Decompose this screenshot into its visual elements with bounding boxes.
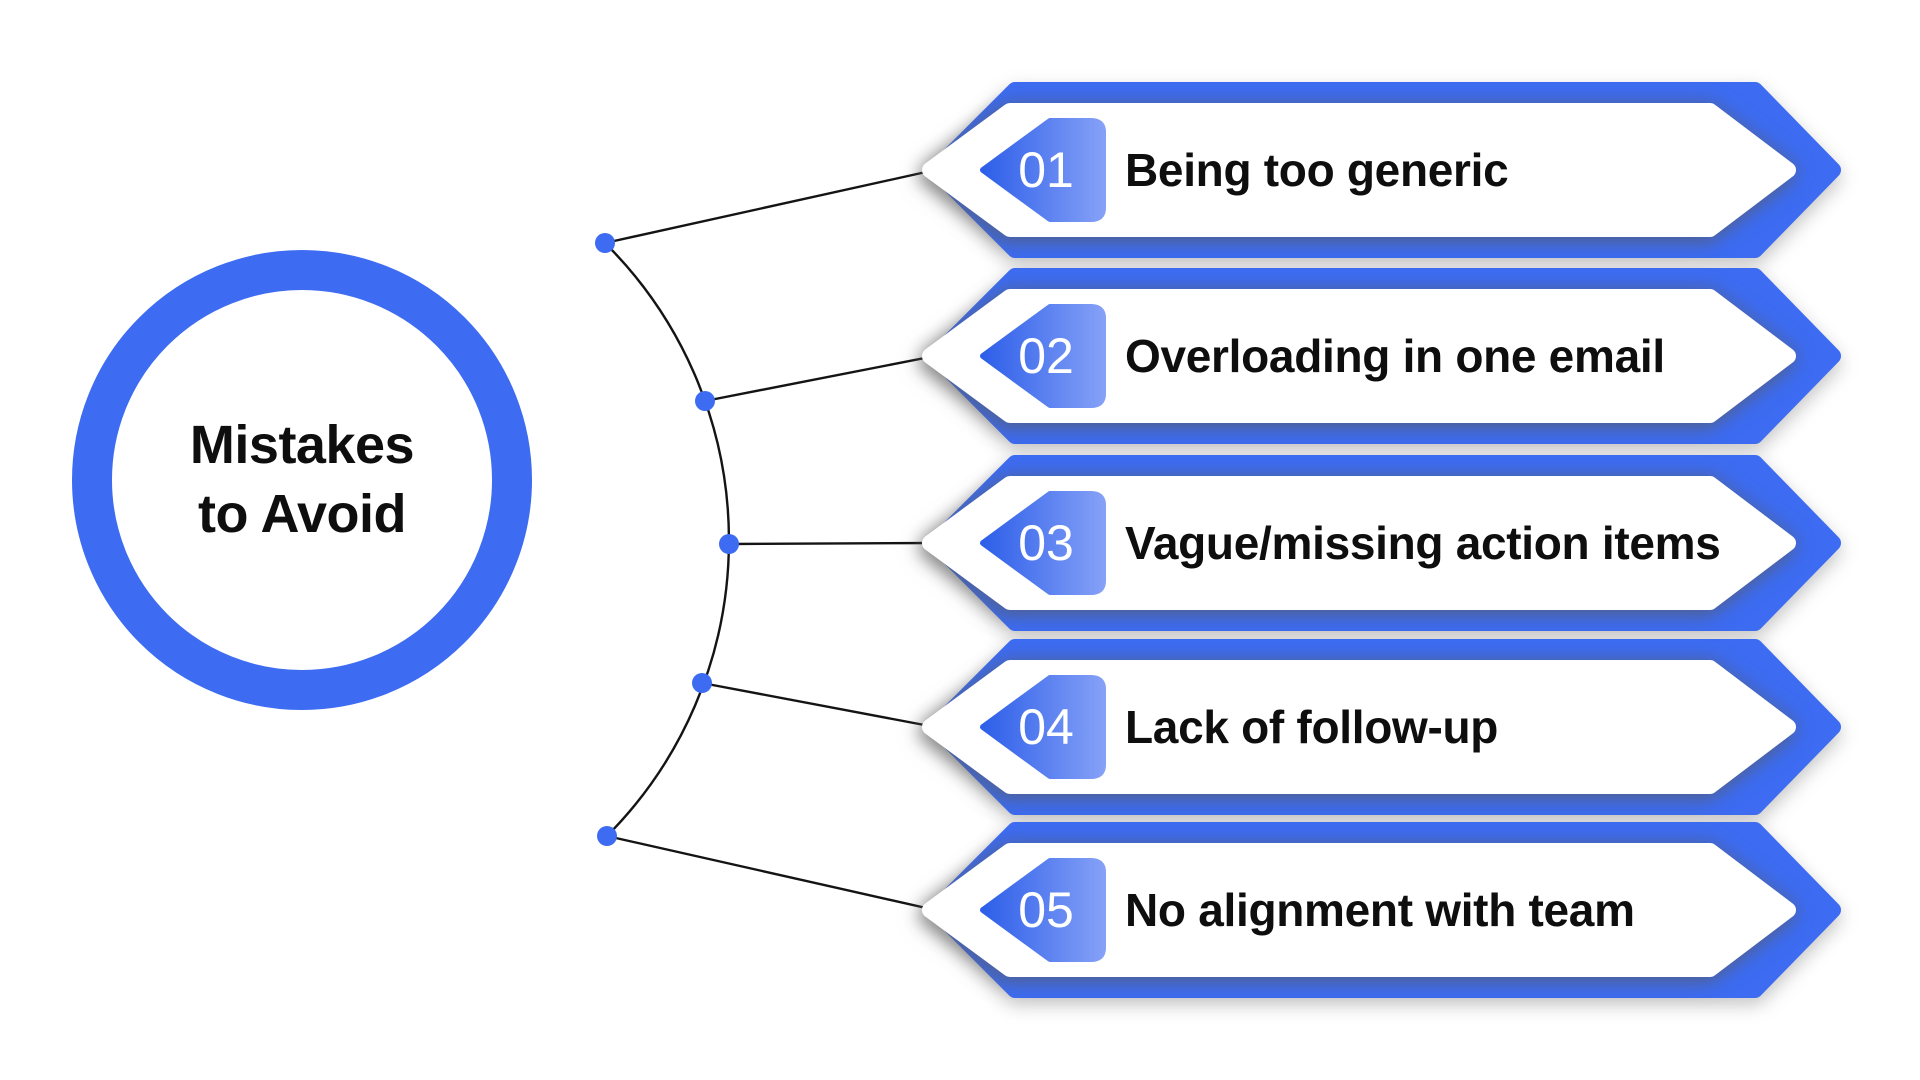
- page-title: Mistakes to Avoid: [189, 411, 415, 549]
- banner-shape-5: 05 No alignment with team: [922, 822, 1841, 998]
- item-number: 04: [1018, 699, 1074, 755]
- connector-dot: [719, 534, 739, 554]
- connector-line: [604, 168, 936, 245]
- number-badge: [980, 491, 1106, 595]
- connector-line: [704, 354, 936, 403]
- connector-dot: [692, 673, 712, 693]
- item-label: No alignment with team: [1125, 884, 1635, 936]
- connector-dot: [597, 826, 617, 846]
- connector-dot: [695, 391, 715, 411]
- banner-shape-1: 01 Being too generic: [922, 82, 1841, 258]
- item-number: 02: [1018, 328, 1074, 384]
- banner-item-2: 02 Overloading in one email: [860, 264, 1860, 448]
- arc-curve: [604, 242, 731, 837]
- number-badge: [980, 675, 1106, 779]
- item-label: Overloading in one email: [1125, 330, 1665, 382]
- banner-shape-3: 03 Vague/missing action items: [922, 455, 1841, 631]
- item-number: 01: [1018, 142, 1074, 198]
- item-label: Being too generic: [1125, 144, 1508, 196]
- banner-card: [922, 476, 1796, 610]
- banner-card: [922, 660, 1796, 794]
- connector-line: [701, 681, 936, 729]
- number-badge: [980, 118, 1106, 222]
- banner-card: [922, 843, 1796, 977]
- banner-card: [922, 103, 1796, 237]
- item-label: Vague/missing action items: [1125, 517, 1721, 569]
- item-number: 03: [1018, 515, 1074, 571]
- connector-line: [606, 834, 936, 912]
- banner-item-5: 05 No alignment with team: [860, 818, 1860, 1002]
- page-title-line2: to Avoid: [198, 484, 406, 544]
- banner-card: [922, 289, 1796, 423]
- item-number: 05: [1018, 882, 1074, 938]
- page-title-line1: Mistakes: [189, 414, 415, 475]
- banner-item-3: 03 Vague/missing action items: [860, 451, 1860, 635]
- banner-item-1: 01 Being too generic: [860, 78, 1860, 262]
- banner-item-4: 04 Lack of follow-up: [860, 635, 1860, 819]
- item-label: Lack of follow-up: [1125, 701, 1498, 753]
- number-badge: [980, 304, 1106, 408]
- banner-shape-2: 02 Overloading in one email: [922, 268, 1841, 444]
- number-badge: [980, 858, 1106, 962]
- connector-dot: [595, 233, 615, 253]
- banner-shape-4: 04 Lack of follow-up: [922, 639, 1841, 815]
- central-circle: Mistakes to Avoid: [72, 250, 532, 710]
- connector-line: [728, 541, 936, 546]
